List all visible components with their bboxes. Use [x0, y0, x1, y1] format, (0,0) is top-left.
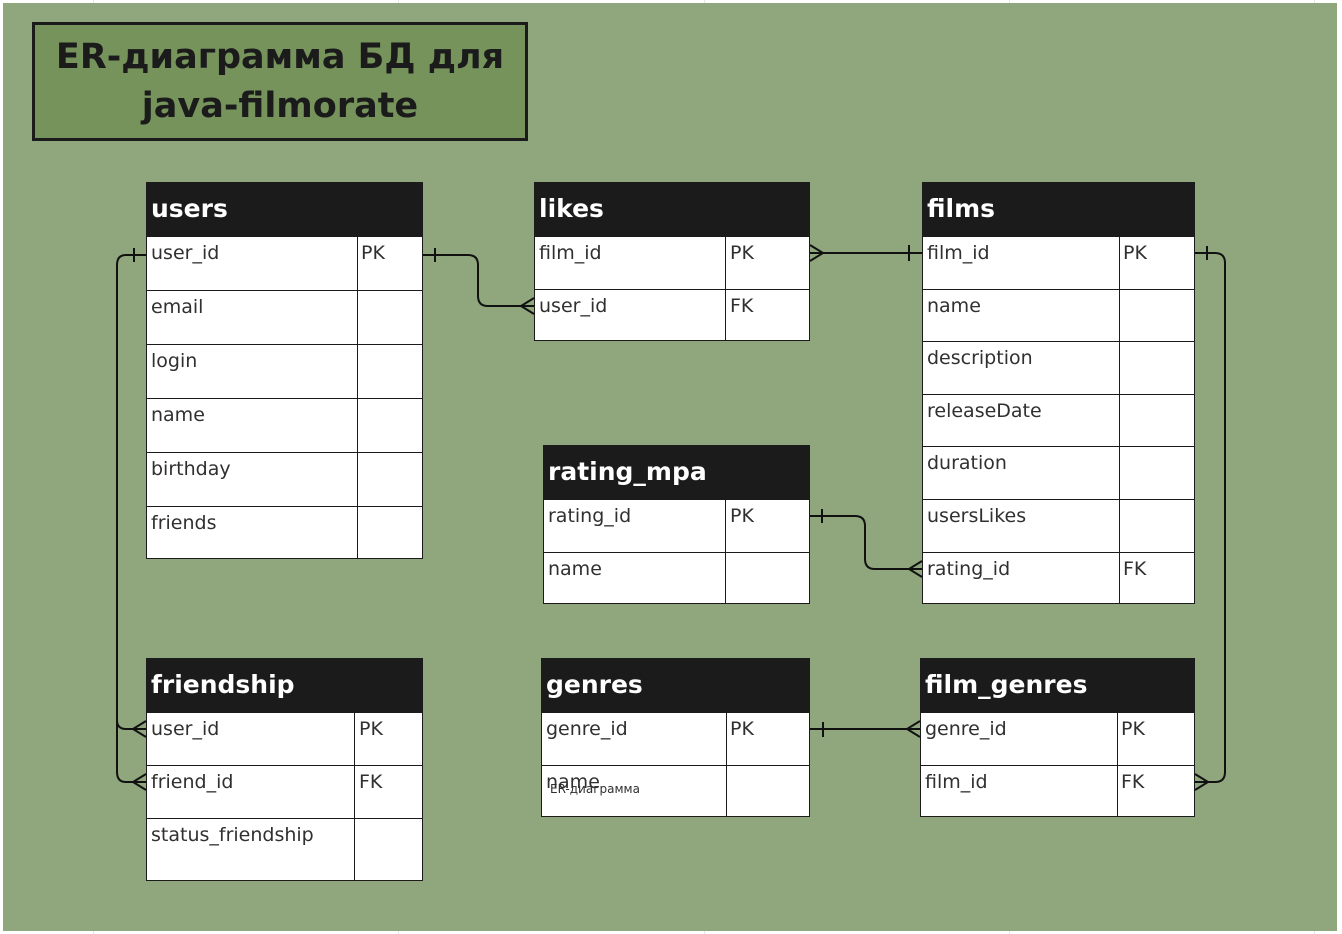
field-name: rating_id — [927, 558, 1011, 580]
diagram-title-line2: java-filmorate — [141, 85, 419, 126]
field-name: user_id — [539, 295, 608, 317]
field-key: FK — [359, 771, 383, 793]
field-row[interactable]: user_id PK — [147, 712, 422, 765]
field-row[interactable]: friends — [147, 506, 422, 560]
field-name: email — [151, 296, 204, 318]
entity-genres[interactable]: genres genre_id PK name — [541, 658, 810, 817]
field-name: login — [151, 350, 198, 372]
field-row[interactable]: genre_id PK — [921, 712, 1194, 765]
entity-users[interactable]: users user_id PK email login name birthda… — [146, 182, 423, 559]
field-row[interactable]: name — [542, 765, 809, 818]
entity-header: genres — [542, 659, 809, 712]
field-key: PK — [1123, 242, 1147, 264]
field-row[interactable]: genre_id PK — [542, 712, 809, 765]
entity-likes[interactable]: likes film_id PK user_id FK — [534, 182, 810, 341]
field-row[interactable]: name — [544, 552, 809, 605]
entity-header: friendship — [147, 659, 422, 712]
field-row[interactable]: login — [147, 344, 422, 398]
field-row[interactable]: name — [923, 289, 1194, 341]
field-row[interactable]: description — [923, 341, 1194, 394]
field-key: FK — [730, 295, 754, 317]
field-name: name — [151, 404, 205, 426]
field-key: PK — [359, 718, 383, 740]
entity-header: film_genres — [921, 659, 1194, 712]
field-row[interactable]: birthday — [147, 452, 422, 506]
field-row[interactable]: film_id PK — [535, 236, 809, 289]
field-row[interactable]: friend_id FK — [147, 765, 422, 818]
field-name: status_friendship — [151, 824, 314, 846]
field-name: film_id — [925, 771, 988, 793]
field-key: FK — [1123, 558, 1147, 580]
diagram-title-box: ER-диаграмма БД для java-filmorate — [32, 22, 528, 141]
field-name: rating_id — [548, 505, 632, 527]
entity-header: films — [923, 183, 1194, 236]
entity-header: likes — [535, 183, 809, 236]
field-name: duration — [927, 452, 1007, 474]
field-key: PK — [361, 242, 385, 264]
entity-friendship[interactable]: friendship user_id PK friend_id FK status_… — [146, 658, 423, 881]
field-row[interactable]: user_id PK — [147, 236, 422, 290]
column-divider — [1119, 236, 1120, 603]
field-key: PK — [730, 718, 754, 740]
entity-header: users — [147, 183, 422, 236]
entity-films[interactable]: films film_id PK name description release… — [922, 182, 1195, 604]
field-row[interactable]: name — [147, 398, 422, 452]
field-key: PK — [1121, 718, 1145, 740]
field-name: genre_id — [546, 718, 628, 740]
field-row[interactable]: film_id FK — [921, 765, 1194, 818]
entity-rating-mpa[interactable]: rating_mpa rating_id PK name — [543, 445, 810, 604]
field-row[interactable]: rating_id FK — [923, 552, 1194, 604]
field-name: friends — [151, 512, 217, 534]
field-name: name — [548, 558, 602, 580]
field-name: film_id — [927, 242, 990, 264]
field-row[interactable]: releaseDate — [923, 394, 1194, 446]
field-name: releaseDate — [927, 400, 1042, 422]
field-name: name — [546, 771, 600, 793]
field-row[interactable]: email — [147, 290, 422, 344]
field-name: film_id — [539, 242, 602, 264]
column-divider — [357, 236, 358, 558]
field-row[interactable]: duration — [923, 446, 1194, 499]
field-name: usersLikes — [927, 505, 1027, 527]
field-row[interactable]: usersLikes — [923, 499, 1194, 552]
column-divider — [725, 236, 726, 340]
column-divider — [1117, 712, 1118, 816]
field-row[interactable]: user_id FK — [535, 289, 809, 342]
entity-film-genres[interactable]: film_genres genre_id PK film_id FK — [920, 658, 1195, 817]
entity-header: rating_mpa — [544, 446, 809, 499]
field-name: user_id — [151, 718, 220, 740]
column-divider — [725, 499, 726, 603]
column-divider — [354, 712, 355, 880]
field-key: PK — [730, 242, 754, 264]
field-name: user_id — [151, 242, 220, 264]
column-divider — [726, 712, 727, 816]
diagram-title-line1: ER-диаграмма БД для — [55, 36, 505, 77]
field-name: friend_id — [151, 771, 234, 793]
field-name: genre_id — [925, 718, 1007, 740]
field-name: name — [927, 295, 981, 317]
field-key: PK — [730, 505, 754, 527]
field-name: description — [927, 347, 1033, 369]
field-row[interactable]: film_id PK — [923, 236, 1194, 289]
field-row[interactable]: rating_id PK — [544, 499, 809, 552]
field-name: birthday — [151, 458, 231, 480]
field-key: FK — [1121, 771, 1145, 793]
watermark-label: ER-диаграмма — [550, 782, 640, 796]
field-row[interactable]: status_friendship — [147, 818, 422, 881]
